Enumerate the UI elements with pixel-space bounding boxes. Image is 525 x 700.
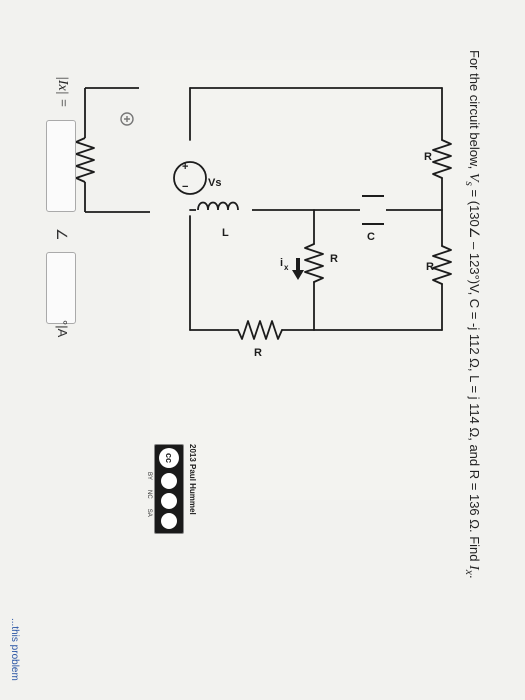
resistor-top (75, 137, 95, 183)
source-plus-label: + (182, 161, 188, 173)
question-line: For the circuit below, Vs = (130∠ – 123°… (463, 50, 482, 579)
angle-input[interactable] (46, 252, 76, 324)
hint-icon[interactable] (118, 110, 136, 128)
creative-commons-badge: cc (154, 444, 184, 534)
ix-label: i (280, 257, 283, 269)
current-arrow (292, 258, 304, 280)
ix-sub-label: x (284, 263, 289, 272)
license-by: BY (146, 472, 152, 481)
c-label: C (367, 231, 375, 243)
unit-label: °|A (55, 320, 70, 338)
answer-row: |Ix| = ∠ °|A (40, 62, 80, 482)
resistor-top (432, 139, 452, 179)
source-minus-label: − (182, 181, 188, 193)
voltage-source (173, 161, 207, 195)
magnitude-input[interactable] (46, 120, 76, 212)
source-vs-label: Vs (208, 177, 221, 189)
r-top-label: R (424, 151, 432, 163)
resistor-middle (304, 243, 324, 283)
resistor-right (432, 245, 452, 285)
credit-author: 2013 Paul Hummel (188, 444, 197, 515)
license-sa: SA (146, 508, 152, 517)
by-icon (161, 473, 177, 489)
nc-icon (161, 493, 177, 509)
inductor-coil (197, 201, 239, 211)
angle-symbol: ∠ (54, 228, 70, 241)
footer-link[interactable]: ...this problem (9, 618, 20, 681)
r-right-label: R (426, 261, 434, 273)
sa-icon (161, 513, 177, 529)
license-nc: NC (146, 490, 152, 499)
credit-block: 2013 Paul Hummel cc BY NC SA (146, 444, 197, 536)
license-labels: BY NC SA (146, 444, 152, 536)
r-mid-label: R (330, 253, 338, 265)
resistor-bottom (237, 320, 283, 340)
l-label: L (222, 227, 229, 239)
answer-label: |Ix| = (55, 76, 70, 108)
cc-icon: cc (159, 448, 179, 468)
r-bottom-label: R (254, 347, 262, 359)
